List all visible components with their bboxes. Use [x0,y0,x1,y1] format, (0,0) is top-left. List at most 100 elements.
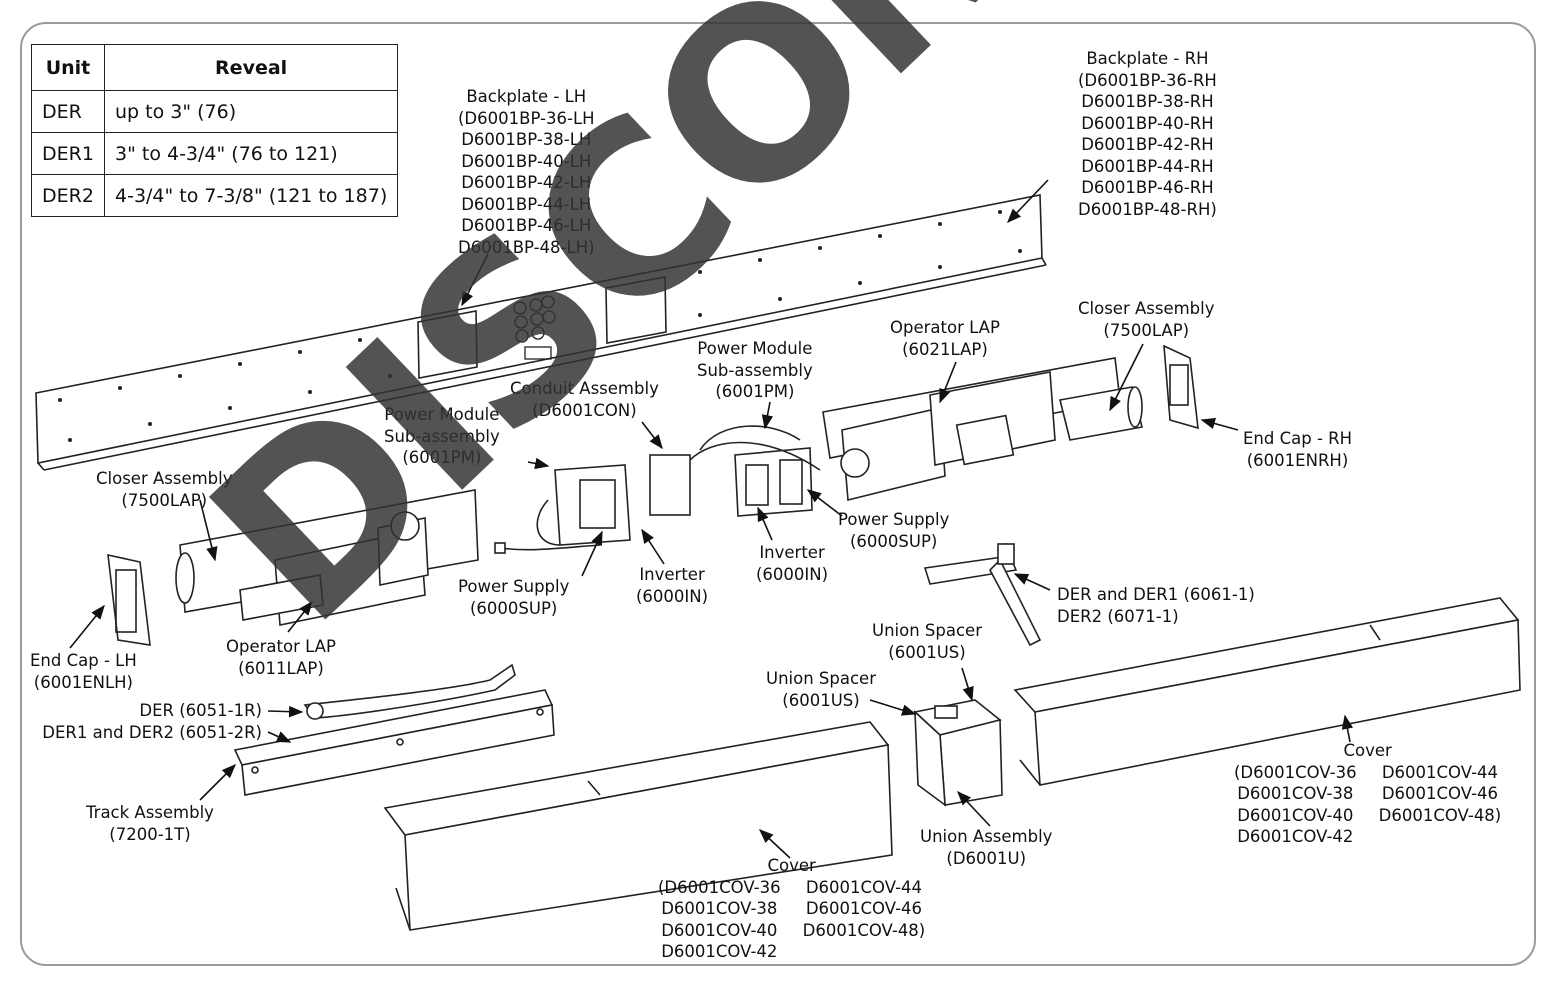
label-line: D6001COV-46 [805,899,923,918]
label-cover-left: Cover (D6001COV-36 D6001COV-38 D6001COV-… [658,855,925,963]
label-line: (D6001U) [946,848,1027,868]
label-line: (6001US) [888,642,966,662]
label-line: (D6001CON) [532,400,637,420]
table-cell-reveal: up to 3" (76) [103,90,399,133]
label-line: D6001BP-42-LH [461,173,592,192]
part-number-column: D6001COV-44 D6001COV-46 D6001COV-48) [1379,762,1502,848]
label-line: D6001BP-38-RH [1081,92,1214,111]
table-header-reveal: Reveal [103,44,399,91]
label-line: DER1 and DER2 (6051-2R) [42,722,262,742]
label-line: (6001ENRH) [1246,450,1349,470]
label-line: (6000IN) [636,586,709,606]
label-line: D6001BP-40-LH [461,151,592,171]
label-line: Backplate - LH [466,87,587,106]
union-assembly [913,699,1003,807]
label-line: (7500LAP) [1103,320,1190,340]
table-cell-reveal: 4-3/4" to 7-3/8" (121 to 187) [103,174,399,217]
label-line: D6001BP-40-RH [1081,113,1214,133]
label-line: End Cap - LH [30,651,137,670]
label-line: End Cap - RH [1243,429,1353,448]
label-cover-right: Cover (D6001COV-36 D6001COV-38 D6001COV-… [1234,740,1501,848]
label-line: (6000SUP) [469,598,558,618]
label-line: (7200-1T) [109,824,191,844]
label-line: (D6001COV-36 [1234,762,1357,782]
arm-right [923,543,1042,647]
label-line: D6001COV-38 [661,899,778,918]
end-cap-lh [107,553,151,646]
part-number-column: D6001COV-44 D6001COV-46 D6001COV-48) [803,877,926,963]
label-line: Power Supply [458,577,570,596]
leader-lines [69,179,1354,859]
label-line: (6000SUP) [849,531,938,551]
reveal-table: Unit Reveal DER up to 3" (76) DER1 3" to… [31,44,399,217]
table-header-unit: Unit [31,44,105,91]
part-number-column: (D6001COV-36 D6001COV-38 D6001COV-40 D60… [1234,762,1357,848]
label-line: (D6001BP-36-LH [458,108,595,128]
label-operator-lap-right: Operator LAP (6021LAP) [890,317,1000,360]
label-end-cap-rh: End Cap - RH (6001ENRH) [1243,428,1352,471]
label-power-supply-right: Power Supply (6000SUP) [838,509,949,552]
label-line: Union Spacer [766,669,876,688]
label-line: Cover [767,856,816,875]
label-operator-lap-left: Operator LAP (6011LAP) [226,636,336,679]
label-line: D6001COV-40 [1237,805,1354,825]
label-line: (D6001BP-36-RH [1078,70,1217,90]
power-module-right [689,425,821,517]
label-line: (6001ENLH) [33,672,133,692]
label-line: (6001PM) [402,448,482,467]
label-line: (6000IN) [756,564,829,584]
label-backplate-lh: Backplate - LH (D6001BP-36-LH D6001BP-38… [458,86,595,258]
label-power-module-left: Power Module Sub-assembly (6001PM) [384,404,500,469]
label-line: (7500LAP) [121,490,208,510]
backplate [35,194,1047,471]
diagram-frame [20,22,1536,966]
table-cell-unit: DER1 [31,132,105,175]
label-line: D6001COV-48) [802,920,926,940]
end-cap-rh [1163,344,1199,430]
label-arm-right: DER and DER1 (6061-1) DER2 (6071-1) [1057,584,1255,627]
label-closer-assembly-right: Closer Assembly (7500LAP) [1078,298,1215,341]
label-line: (6001US) [782,690,860,710]
label-line: Power Module [384,405,500,424]
label-line: Conduit Assembly [510,379,659,398]
label-closer-assembly-left: Closer Assembly (7500LAP) [96,468,233,511]
power-module-left [494,454,691,554]
table-row: DER1 3" to 4-3/4" (76 to 121) [31,132,399,175]
cover-right-part-numbers: (D6001COV-36 D6001COV-38 D6001COV-40 D60… [1234,762,1501,848]
label-line: (6001PM) [715,382,795,401]
label-line: Power Supply [838,510,950,529]
label-line: D6001BP-46-RH [1081,178,1214,197]
cover-left-part-numbers: (D6001COV-36 D6001COV-38 D6001COV-40 D60… [658,877,925,963]
label-line: (D6001COV-36 [658,877,781,897]
label-line: D6001COV-40 [661,920,778,940]
label-line: D6001COV-44 [805,877,923,897]
label-line: Union Spacer [872,621,982,640]
label-line: Sub-assembly [384,426,500,446]
label-line: D6001BP-42-RH [1081,135,1214,154]
label-line: DER2 (6071-1) [1057,606,1179,626]
label-line: Backplate - RH [1086,49,1209,68]
label-line: DER and DER1 (6061-1) [1057,585,1255,604]
label-line: D6001COV-42 [661,942,778,961]
label-line: Union Assembly [920,827,1053,846]
label-line: D6001BP-46-LH [461,216,592,235]
label-line: D6001COV-46 [1381,784,1499,803]
label-line: D6001BP-48-RH) [1078,199,1217,219]
cover-right [1013,597,1521,786]
table-cell-reveal: 3" to 4-3/4" (76 to 121) [103,132,399,175]
label-line: Operator LAP [890,318,1000,337]
label-line: D6001BP-44-LH [461,194,592,214]
label-inverter-right: Inverter (6000IN) [756,542,828,585]
label-conduit-assembly: Conduit Assembly (D6001CON) [510,378,659,421]
label-line: Inverter [639,565,705,584]
label-line: DER (6051-1R) [139,701,262,720]
label-line: (6011LAP) [238,658,324,678]
label-track-assembly: Track Assembly (7200-1T) [86,802,214,845]
label-end-cap-lh: End Cap - LH (6001ENLH) [30,650,137,693]
label-line: D6001BP-48-LH) [458,237,595,257]
label-inverter-left: Inverter (6000IN) [636,564,708,607]
label-line: D6001COV-38 [1237,784,1354,803]
table-cell-unit: DER [31,90,105,133]
arm-and-track-left [233,663,555,796]
label-line: Operator LAP [226,637,336,656]
